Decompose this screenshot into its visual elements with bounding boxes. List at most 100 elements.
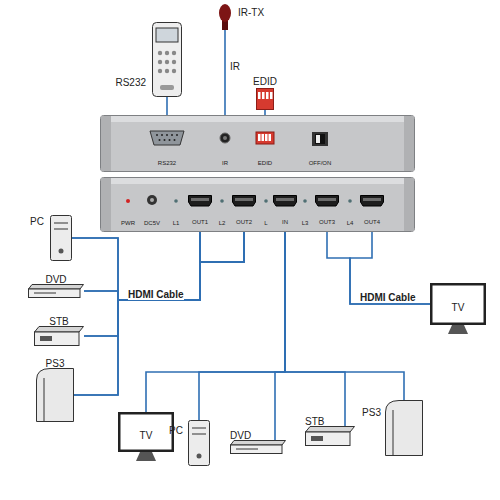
hdmi-part: [189, 196, 212, 207]
text-slot: DC5V: [144, 211, 160, 229]
hdmi-cable: [350, 220, 430, 304]
port-label: OFF/ON: [309, 160, 332, 166]
port-label: IN: [282, 219, 288, 225]
db9-part: [164, 139, 166, 141]
dvd-part: [29, 285, 84, 290]
hdmi-cable: [74, 220, 244, 395]
text-slot: DVD: [45, 269, 66, 287]
ps3-part: [386, 401, 423, 456]
hdmi-port: IN: [273, 195, 297, 220]
hdmi-icon: [360, 195, 384, 220]
ps3-icon: [36, 368, 74, 422]
dvd-part: [236, 449, 258, 450]
ps3-icon: [385, 400, 423, 456]
hdmi-part: [361, 196, 384, 207]
panelfront-part: [220, 199, 224, 203]
dipsw-part: [269, 134, 272, 141]
db9-part: [159, 139, 161, 141]
hdmi-icon: [273, 195, 297, 220]
dipsw-part: [262, 134, 265, 141]
text-slot: RS232: [115, 72, 146, 90]
device-label: TV: [140, 430, 153, 441]
jack-part: [220, 133, 230, 143]
port-label: OUT2: [236, 219, 252, 225]
pc-device: PC: [188, 420, 210, 466]
port-label: L1: [173, 220, 180, 226]
rs232-port: RS232: [148, 130, 186, 160]
dip-icon: [256, 88, 274, 110]
device-label: DVD: [45, 274, 66, 285]
dvd-part: [34, 293, 56, 294]
device-label: IR-TX: [238, 7, 264, 18]
text-slot: RS232: [158, 151, 176, 169]
stb-part: [35, 327, 84, 333]
tower-part: [192, 428, 206, 429]
text-slot: OFF/ON: [309, 151, 332, 169]
stb-part: [306, 427, 355, 433]
dip-part: [262, 92, 265, 99]
text-slot: TV: [140, 425, 153, 443]
ps3-part: [393, 410, 394, 456]
text-slot: IR-TX: [238, 2, 264, 20]
text-slot: EDID: [253, 71, 277, 89]
hdmi-port: OUT4: [360, 195, 384, 220]
hdmi-part: [363, 198, 381, 201]
hdmi-part: [318, 198, 336, 201]
port-label: DC5V: [144, 220, 160, 226]
ps3-part: [44, 378, 45, 422]
tv-device: TV: [118, 412, 174, 452]
hdmi-cable: [84, 220, 200, 300]
stb-part: [306, 432, 351, 446]
dvd-device: DVD: [230, 440, 286, 454]
edid-port: EDID: [254, 130, 276, 160]
tower-part: [51, 216, 72, 261]
irtx-icon: [218, 4, 232, 30]
irtx-part: [219, 4, 231, 22]
ps3-device: PS3: [36, 368, 74, 422]
port-label: RS232: [158, 160, 176, 166]
db9-part: [176, 134, 178, 136]
hdmi-cable: [146, 220, 285, 412]
text-slot: STB: [305, 411, 324, 429]
text-slot: OUT4: [364, 210, 380, 228]
hdmi-cable: [199, 220, 285, 420]
device-label: PC: [169, 425, 183, 436]
cable-label: HDMI Cable: [128, 289, 184, 300]
hdmi-port: OUT3: [315, 195, 339, 220]
dipsw-part: [265, 134, 268, 141]
panelfront-part: [348, 199, 352, 203]
port-label: L4: [347, 220, 354, 226]
hdmi-cable: [84, 220, 244, 336]
text-slot: DVD: [230, 425, 251, 443]
port-label: EDID: [258, 160, 272, 166]
port-label: L2: [219, 220, 226, 226]
port-label: IR: [222, 160, 228, 166]
hdmi-cable: [285, 220, 404, 400]
port-label: L: [264, 220, 267, 226]
hdmi-part: [235, 198, 253, 201]
remote-part: [158, 69, 162, 73]
db9-part: [169, 139, 171, 141]
panelback-part: [312, 132, 328, 146]
hdmi-port: OUT1: [188, 195, 212, 220]
hdmi-cable: [275, 220, 285, 440]
hdmi-part: [274, 196, 297, 207]
remote-part: [165, 51, 169, 55]
text-slot: L: [264, 211, 267, 229]
tv-part: [431, 284, 485, 324]
device-label: STB: [305, 416, 324, 427]
hdmi-icon: [188, 195, 212, 220]
remote-part: [160, 85, 174, 90]
db9-part: [161, 134, 163, 136]
panelback-part: [101, 116, 415, 172]
cable-label: IR: [230, 61, 240, 72]
dipsw-part: [256, 132, 274, 144]
panelback-part: [404, 116, 414, 171]
tower-icon: [50, 215, 72, 261]
panelback-part: [316, 135, 320, 143]
text-slot: L3: [302, 211, 309, 229]
tower-part: [197, 454, 202, 459]
